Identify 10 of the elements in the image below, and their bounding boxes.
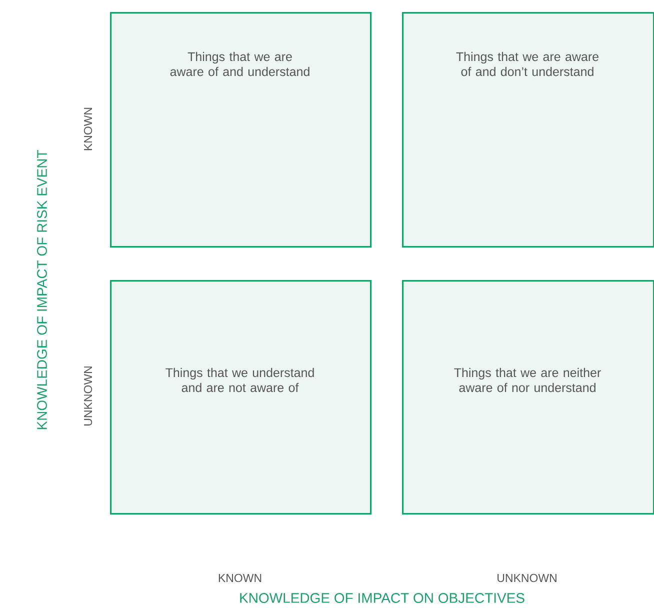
quadrant-box: Things that we understand and are not aware of [110, 280, 372, 515]
quadrant-box: Things that we are aware of and understand [110, 12, 372, 248]
axis-label: KNOWN [218, 574, 262, 582]
quadrant-box: Things that we are neither aware of nor understand [402, 280, 654, 515]
axis-label: UNKNOWN [498, 574, 556, 582]
axis-title: KNOWLEDGE OF IMPACT OF RISK EVENT [37, 150, 47, 430]
axis-label: UNKNOWN [84, 366, 92, 426]
quadrant-box: Things that we are aware of and don’t understand [402, 12, 654, 248]
axis-label: KNOWN [84, 108, 92, 150]
axis-title: KNOWLEDGE OF IMPACT ON OBJECTIVES [240, 593, 524, 603]
